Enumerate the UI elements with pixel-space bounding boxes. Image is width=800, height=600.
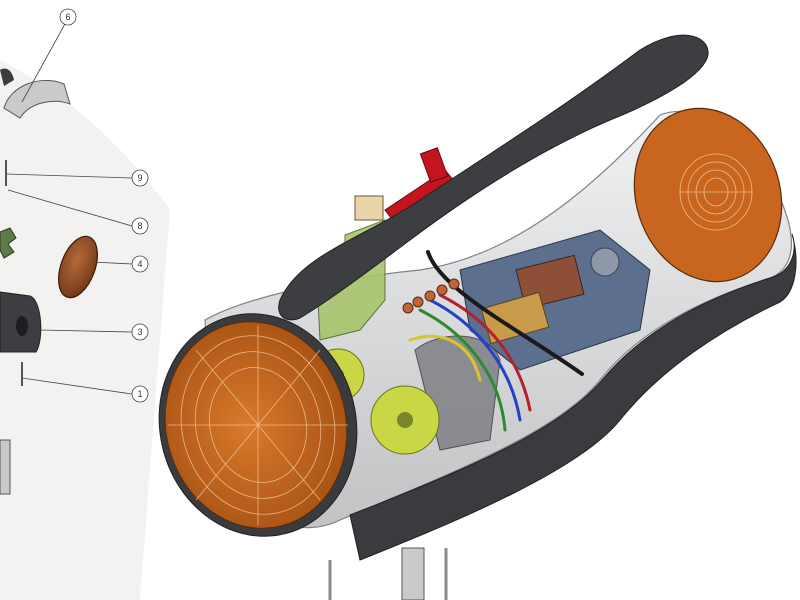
callout-group (5, 21, 133, 395)
intake-grille (633, 107, 783, 283)
callout-number-4: 4 (137, 259, 142, 269)
callout-leader-9 (5, 173, 133, 179)
top-fragment-part (0, 68, 14, 86)
background-shadow (0, 60, 170, 600)
wire-blue (428, 298, 522, 422)
callout-badges: 6 9 8 4 3 1 (59, 8, 149, 403)
callout-number-8: 8 (137, 221, 142, 231)
rear-shell-hole (16, 316, 28, 336)
callout-circle-4 (131, 255, 149, 273)
callout-leader-1 (21, 377, 133, 395)
nozzle-grille (158, 313, 358, 537)
wire-green (418, 308, 507, 432)
fan-blades-part (0, 227, 17, 259)
terminal-connectors (402, 278, 460, 314)
callout-circle-3 (131, 323, 149, 341)
callout-leader-3 (39, 329, 133, 333)
wiring-harness (408, 250, 584, 432)
callout-circle-6 (59, 8, 77, 26)
filter-disc-part (58, 235, 98, 299)
dryer-handle (278, 34, 709, 321)
wire-red (438, 293, 532, 412)
dryer-underbody (349, 233, 797, 561)
callout-number-3: 3 (137, 327, 142, 337)
upper-shell-clip-part (3, 80, 71, 119)
callout-leader-4 (91, 261, 133, 265)
callout-circle-9 (131, 169, 149, 187)
callout-circle-1 (131, 385, 149, 403)
wire-yellow (408, 334, 482, 382)
callout-leader-6 (21, 21, 67, 103)
callout-number-1: 1 (137, 389, 142, 399)
dryer-mount-posts (328, 547, 448, 600)
callout-number-9: 9 (137, 173, 142, 183)
callout-leader-8 (7, 189, 133, 227)
lower-bracket-part (0, 439, 11, 495)
callout-circle-8 (131, 217, 149, 235)
callout-number-6: 6 (65, 12, 70, 22)
dryer-assembly (158, 34, 797, 600)
exploded-parts-group (0, 68, 98, 495)
wire-black (426, 250, 584, 376)
